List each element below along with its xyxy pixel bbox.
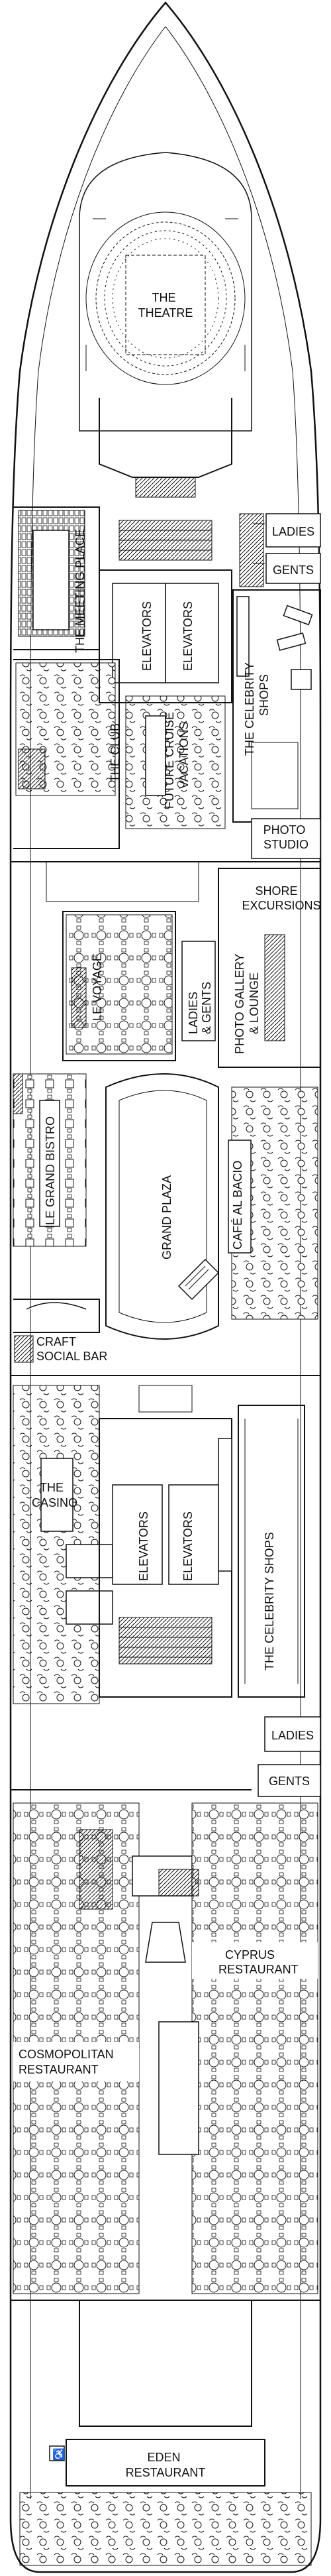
meeting-place-area — [13, 506, 100, 650]
celebrity-shops-aft-area — [218, 1405, 305, 1698]
ladies-fwd-label[interactable]: LADIES — [272, 525, 314, 538]
ladies-aft-label[interactable]: LADIES — [271, 1729, 314, 1742]
le-voyage-area — [62, 911, 176, 1061]
restrooms-mid — [181, 941, 216, 1041]
le-voyage-label[interactable]: LE VOYAGE — [91, 953, 104, 1021]
casino-area — [13, 1385, 113, 1704]
le-grand-bistro-label[interactable]: LE GRAND BISTRO — [44, 1116, 57, 1225]
photo-studio-room — [251, 818, 321, 859]
corridor-fwd — [46, 862, 199, 902]
eden-label-backdrop — [99, 2446, 232, 2483]
aft-corridor — [79, 2300, 252, 2427]
elevators-aft-b-label[interactable]: ELEVATORS — [181, 1511, 195, 1581]
cafe-al-bacio-label[interactable]: CAFÉ AL BACIO — [231, 1161, 244, 1250]
photo-studio-label[interactable]: PHOTO STUDIO — [263, 823, 309, 851]
theatre-area — [79, 152, 252, 498]
craft-social-bar-label[interactable]: CRAFT SOCIAL BAR — [36, 1335, 107, 1363]
ladies-gents-mid-line1[interactable]: LADIES — [187, 992, 200, 1034]
future-cruise-area — [125, 695, 226, 829]
gents-fwd-label[interactable]: GENTS — [273, 563, 314, 577]
photo-gallery-line2[interactable]: & LOUNGE — [248, 972, 261, 1034]
craft-social-bar-area — [13, 1299, 100, 1363]
elevators-fwd — [99, 520, 232, 703]
meeting-place-label[interactable]: THE MEETING PLACE — [73, 529, 87, 653]
cosmopolitan-label-backdrop — [13, 2042, 139, 2081]
eden-restaurant-label[interactable]: EDEN RESTAURANT — [126, 2451, 206, 2479]
eden-restaurant-area: ♿ — [19, 2439, 312, 2566]
accessible-icon: ♿ — [52, 2448, 66, 2461]
ladies-gents-mid-line2[interactable]: & GENTS — [200, 982, 213, 1034]
gents-aft-label[interactable]: GENTS — [269, 1775, 310, 1788]
hull-outline — [9, 1, 322, 2573]
celebrity-shops-fwd-line2[interactable]: SHOPS — [258, 674, 271, 716]
gents-aft-room — [258, 1764, 321, 1797]
cyprus-restaurant-label[interactable]: CYPRUS RESTAURANT — [218, 1948, 299, 1976]
celebrity-shops-aft-label[interactable]: THE CELEBRITY SHOPS — [263, 1532, 276, 1670]
cafe-al-bacio-area — [228, 1086, 318, 1320]
celebrity-shops-fwd-line1[interactable]: THE CELEBRITY — [243, 662, 256, 756]
photo-gallery-area — [218, 868, 321, 1068]
cyprus-label-backdrop — [192, 1942, 318, 1979]
elevators-fwd-b-label[interactable]: ELEVATORS — [181, 601, 195, 671]
celebrity-shops-fwd-area — [232, 589, 321, 823]
future-cruise-line1[interactable]: FUTURE CRUISE — [163, 712, 176, 809]
restrooms-fwd — [239, 513, 321, 587]
photo-gallery-display — [264, 934, 285, 1041]
ladies-aft-room — [264, 1716, 321, 1752]
grand-plaza-area — [105, 1073, 220, 1340]
theatre-label[interactable]: THE THEATRE — [138, 291, 193, 320]
grand-plaza-label[interactable]: GRAND PLAZA — [160, 1175, 173, 1259]
elevators-fwd-a-label[interactable]: ELEVATORS — [140, 601, 154, 671]
le-grand-bistro-area — [13, 1073, 87, 1247]
the-club-label[interactable]: THE CLUB — [109, 723, 122, 782]
photo-gallery-line1[interactable]: PHOTO GALLERY — [233, 954, 246, 1054]
casino-label[interactable]: THE CASINO — [32, 1481, 77, 1509]
elevators-aft — [99, 1385, 232, 1698]
future-cruise-line2[interactable]: VACATIONS — [177, 722, 191, 789]
the-club-area — [13, 659, 120, 849]
elevators-aft-a-label[interactable]: ELEVATORS — [137, 1511, 150, 1581]
shore-excursions-label[interactable]: SHORE EXCURSIONS — [242, 884, 320, 912]
cosmopolitan-restaurant-label[interactable]: COSMOPOLITAN RESTAURANT — [19, 2048, 117, 2076]
cyprus-restaurant-area — [145, 1802, 318, 2294]
